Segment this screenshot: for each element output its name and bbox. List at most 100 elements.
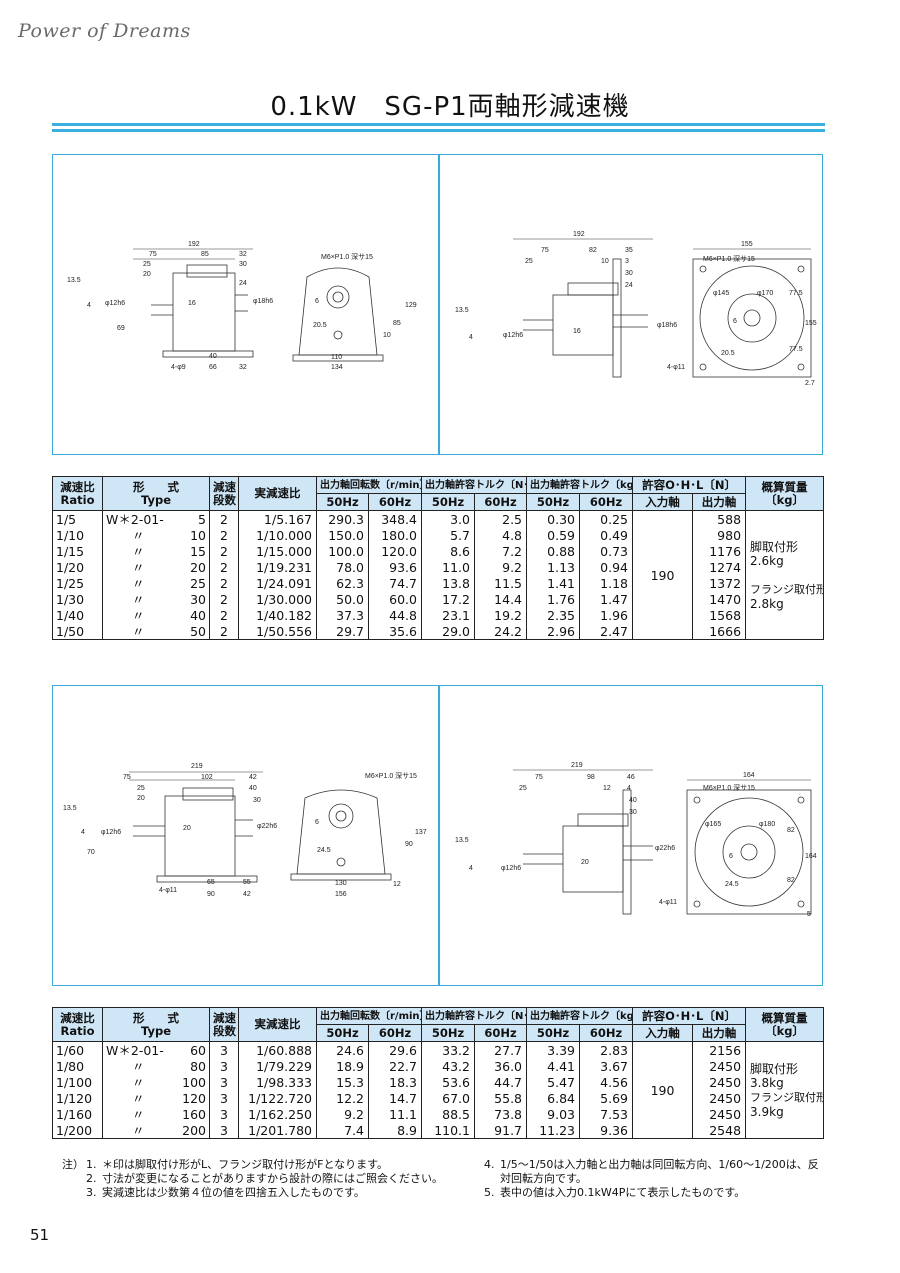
cell-speed-50: 18.9 xyxy=(316,1058,369,1074)
table-row: 1/50 〃50 2 1/50.556 29.7 35.6 29.0 24.2 … xyxy=(52,623,824,640)
note-text: 表中の値は入力0.1kW4Pにて表示したものです。 xyxy=(500,1186,746,1199)
cell-actual-ratio: 1/60.888 xyxy=(238,1041,317,1058)
cell-actual-ratio: 1/50.556 xyxy=(238,623,317,640)
cell-speed-50: 100.0 xyxy=(316,543,369,559)
page-title: 0.1kW SG-P1両軸形減速機 xyxy=(270,92,630,122)
cell-torque-kgf-50: 1.76 xyxy=(526,591,581,607)
cell-ratio: 1/80 xyxy=(52,1058,103,1074)
cell-type: 〃50 xyxy=(102,623,210,640)
cell-torque-nm-60: 44.7 xyxy=(473,1074,528,1090)
dim-label: 77.5 xyxy=(789,290,803,297)
table-row: 1/15 〃15 2 1/15.000 100.0 120.0 8.6 7.2 … xyxy=(52,543,824,559)
dim-label: 75 xyxy=(149,251,157,258)
col-header-mass: 概算質量〔kg〕 xyxy=(745,476,825,511)
cell-torque-nm-50: 17.2 xyxy=(421,591,475,607)
cell-speed-60: 18.3 xyxy=(368,1074,422,1090)
cell-torque-nm-50: 43.2 xyxy=(421,1058,475,1074)
note-item: 5. 表中の値は入力0.1kW4Pにて表示したものです。 xyxy=(484,1186,824,1200)
cell-ratio: 1/100 xyxy=(52,1074,103,1090)
dim-label: 35 xyxy=(625,247,633,254)
col-header-speed: 出力軸回転数〔r/min〕 xyxy=(316,1007,422,1025)
table-row: 1/100 〃100 3 1/98.333 15.3 18.3 53.6 44.… xyxy=(52,1074,824,1090)
dim-label: 40 xyxy=(249,785,257,792)
cell-stages: 2 xyxy=(209,623,239,640)
cell-actual-ratio: 1/24.091 xyxy=(238,575,317,591)
cell-torque-nm-60: 36.0 xyxy=(473,1058,528,1074)
dim-label: 3 xyxy=(625,258,629,265)
flange-mount-drawing xyxy=(513,769,812,915)
sub-header-60hz: 60Hz xyxy=(579,493,634,511)
col-header-mass: 概算質量〔kg〕 xyxy=(745,1007,825,1042)
col-header-torque-nm: 出力軸許容トルク〔N･m〕 xyxy=(420,1007,528,1025)
dim-label: 30 xyxy=(625,270,633,277)
dim-label: 90 xyxy=(207,891,215,898)
foot-mount-drawing xyxy=(133,248,384,362)
cell-torque-nm-50: 67.0 xyxy=(421,1090,475,1106)
dim-label: 90 xyxy=(405,841,413,848)
dim-label: 25 xyxy=(525,258,533,265)
cell-torque-kgf-60: 0.94 xyxy=(579,559,634,575)
cell-type: 〃20 xyxy=(102,559,210,575)
cell-torque-kgf-50: 3.39 xyxy=(526,1041,581,1058)
dim-label: 6 xyxy=(315,298,319,305)
dim-label: 55 xyxy=(243,879,251,886)
cell-torque-kgf-50: 5.47 xyxy=(526,1074,581,1090)
cell-torque-kgf-60: 0.49 xyxy=(579,527,634,543)
cell-type: 〃10 xyxy=(102,527,210,543)
cell-torque-kgf-50: 2.96 xyxy=(526,623,581,640)
note-item: 2. 寸法が変更になることがありますから設計の際にはご照会ください。 xyxy=(62,1172,482,1186)
cell-ratio: 1/40 xyxy=(52,607,103,623)
cell-ratio: 1/15 xyxy=(52,543,103,559)
sub-header-50hz: 50Hz xyxy=(316,1024,369,1042)
cell-type: 〃120 xyxy=(102,1090,210,1106)
cell-type: 〃100 xyxy=(102,1074,210,1090)
dim-label: 40 xyxy=(629,797,637,804)
cell-torque-nm-60: 73.8 xyxy=(473,1106,528,1122)
cell-ohl-output: 2450 xyxy=(692,1058,747,1074)
dim-label: 4-φ11 xyxy=(159,887,177,894)
note-number: 1. xyxy=(86,1158,97,1171)
table-row: 1/20 〃20 2 1/19.231 78.0 93.6 11.0 9.2 1… xyxy=(52,559,824,575)
cell-type: 〃160 xyxy=(102,1106,210,1122)
cell-speed-60: 120.0 xyxy=(368,543,422,559)
cell-speed-50: 9.2 xyxy=(316,1106,369,1122)
cell-type: 〃30 xyxy=(102,591,210,607)
dim-label: 110 xyxy=(331,354,342,361)
dim-label: M6×P1.0 深サ15 xyxy=(703,254,755,263)
cell-type: 〃80 xyxy=(102,1058,210,1074)
cell-speed-50: 7.4 xyxy=(316,1122,369,1139)
table-row: 1/60 W＊2-01-60 3 1/60.888 24.6 29.6 33.2… xyxy=(52,1041,825,1139)
cell-speed-60: 44.8 xyxy=(368,607,422,623)
cell-ohl-input: 190 xyxy=(632,510,694,640)
cell-torque-nm-60: 7.2 xyxy=(473,543,528,559)
dim-label: φ145 xyxy=(713,290,729,297)
drawing-divider xyxy=(438,155,440,454)
cell-ratio: 1/5 xyxy=(52,510,103,527)
cell-ohl-input: 190 xyxy=(632,1041,694,1139)
cell-stages: 3 xyxy=(209,1090,239,1106)
cell-type: 〃40 xyxy=(102,607,210,623)
cell-speed-50: 15.3 xyxy=(316,1074,369,1090)
note-item: 注） 1. ＊印は脚取付け形がL、フランジ取付け形がFとなります。 xyxy=(62,1158,482,1172)
col-header-torque-kgf: 出力軸許容トルク〔kgf･m〕 xyxy=(526,1007,634,1025)
dim-label: 13.5 xyxy=(63,805,77,812)
cell-ohl-output: 2450 xyxy=(692,1106,747,1122)
dim-label: 129 xyxy=(405,302,417,309)
cell-torque-kgf-60: 5.69 xyxy=(579,1090,634,1106)
cell-speed-50: 62.3 xyxy=(316,575,369,591)
dim-label: 25 xyxy=(143,261,151,268)
cell-torque-nm-50: 3.0 xyxy=(421,510,475,527)
cell-type: 〃15 xyxy=(102,543,210,559)
col-header-ohl: 許容O･H･L〔N〕 xyxy=(632,1007,747,1025)
dim-label: 65 xyxy=(207,879,215,886)
cell-ratio: 1/60 xyxy=(52,1041,103,1058)
col-header-speed: 出力軸回転数〔r/min〕 xyxy=(316,476,422,494)
cell-torque-nm-60: 14.4 xyxy=(473,591,528,607)
cell-ohl-output: 2450 xyxy=(692,1074,747,1090)
table-row: 1/200 〃200 3 1/201.780 7.4 8.9 110.1 91.… xyxy=(52,1122,824,1139)
cell-torque-nm-50: 23.1 xyxy=(421,607,475,623)
cell-torque-kgf-60: 3.67 xyxy=(579,1058,634,1074)
cell-actual-ratio: 1/30.000 xyxy=(238,591,317,607)
dim-label: 30 xyxy=(629,809,637,816)
